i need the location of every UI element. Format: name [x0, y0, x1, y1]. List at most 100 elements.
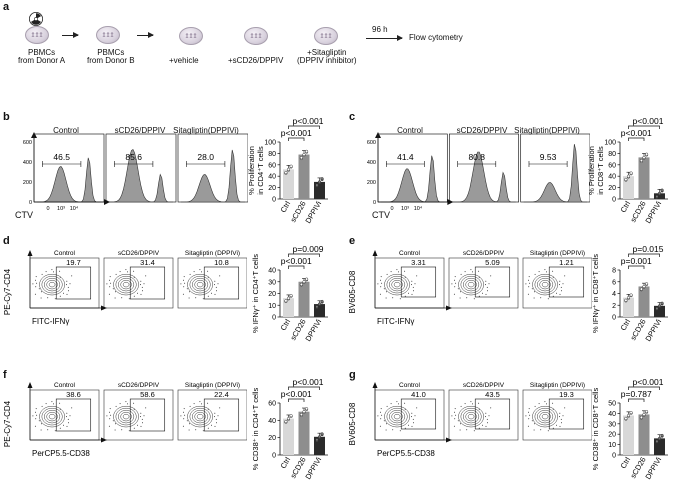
p-value-label: p=0.001	[621, 256, 652, 266]
panel-label-e: e	[349, 235, 356, 247]
contour-dot	[128, 298, 130, 300]
contour-dot	[115, 291, 116, 293]
contour-dot	[529, 414, 531, 416]
data-point	[639, 415, 643, 419]
data-point	[624, 298, 628, 302]
data-point	[655, 194, 659, 199]
contour-dot	[141, 418, 143, 420]
time-label: 96 h	[372, 25, 388, 34]
arrow-flow	[366, 35, 403, 41]
contour-gate	[203, 398, 240, 432]
contour-dot	[115, 405, 117, 407]
bar-dppivi	[654, 438, 665, 455]
contour-dot	[459, 297, 461, 299]
contour-dot	[380, 276, 382, 278]
data-point	[660, 433, 664, 437]
data-point	[660, 301, 664, 305]
p-value-label: p<0.001	[293, 377, 324, 387]
contour-dot	[207, 408, 209, 410]
contour-dot	[451, 283, 453, 285]
contour-dot	[455, 282, 457, 284]
hist-gate-value: 28.0	[197, 152, 214, 162]
contour-dot	[38, 420, 40, 422]
contour-x-arrow	[101, 437, 107, 443]
contour-dot	[184, 282, 186, 284]
contour-dot	[59, 427, 61, 429]
contour-line	[115, 407, 137, 426]
contour-dot	[381, 414, 383, 416]
p-value-label: p<0.001	[293, 116, 324, 126]
contour-dot	[54, 298, 56, 300]
contour-group-g: BV605-CD8PerCP5.5-CD38Control41.0sCD26/D…	[348, 382, 592, 458]
contour-line	[120, 279, 132, 290]
contour-dot	[408, 292, 409, 294]
contour-dot	[68, 290, 69, 292]
p-value-label: p=0.015	[633, 244, 664, 254]
scd26-label: +sCD26/DPPIV	[228, 56, 284, 65]
hist-curve	[109, 149, 173, 203]
contour-line	[46, 411, 58, 422]
contour-dot	[53, 403, 54, 405]
contour-gate	[400, 398, 437, 430]
contour-dot	[414, 283, 416, 285]
contour-dot	[528, 276, 530, 278]
contour-dot	[41, 423, 42, 425]
contour-dot	[487, 422, 488, 424]
contour-line	[541, 413, 549, 420]
contour-line	[532, 273, 558, 296]
bar-ytick-label: 0	[272, 315, 276, 322]
contour-group-f: PE-Cy7-CD4PerCP5.5-CD38Control38.6sCD26/…	[3, 382, 247, 458]
contour-dot	[533, 429, 535, 431]
contour-dot	[211, 292, 212, 294]
contour-dot	[219, 275, 221, 277]
bar-y-axis-label: % Proliferation	[247, 146, 256, 195]
contour-dot	[564, 275, 566, 277]
contour-line	[48, 281, 56, 288]
contour-dot	[379, 293, 381, 295]
hist-xtick-label: 0	[390, 206, 393, 212]
data-point	[315, 183, 319, 187]
contour-dot	[195, 429, 197, 431]
panel-label-g: g	[349, 369, 356, 381]
contour-line	[389, 277, 406, 292]
contour-dot	[528, 418, 530, 420]
bar-dppivi	[654, 193, 665, 199]
contour-gate-value: 41.0	[411, 390, 426, 399]
bar-ytick-label: 20	[268, 435, 276, 442]
hist-curve	[523, 144, 587, 203]
contour-dot	[219, 407, 221, 409]
contour-dot	[133, 402, 135, 404]
contour-dot	[142, 422, 143, 424]
contour-dot	[63, 292, 64, 294]
bar-category-label: DPPIVi	[643, 317, 663, 343]
contour-line	[113, 405, 139, 428]
contour-dot	[552, 427, 554, 429]
contour-dot	[533, 297, 535, 299]
bar-ytick-label: 50	[608, 401, 616, 408]
contour-dot	[460, 291, 461, 293]
contour-dot	[217, 283, 219, 285]
bar-ytick-label: 0	[612, 315, 616, 322]
hist-ytick-label: 0	[373, 200, 376, 206]
bar-scd26	[638, 414, 650, 455]
contour-dot	[35, 418, 37, 420]
bar-dppivi	[654, 305, 665, 317]
data-point	[657, 304, 662, 308]
contour-dot	[473, 430, 475, 432]
contour-dot	[41, 291, 42, 293]
tube-vehicle	[179, 27, 203, 45]
contour-header: Control	[399, 250, 421, 257]
contour-dot	[559, 412, 561, 414]
contour-line	[458, 273, 484, 296]
bar-category-label: Ctrl	[279, 317, 293, 332]
data-point	[299, 282, 303, 286]
contour-dot	[488, 415, 490, 417]
contour-dot	[207, 402, 209, 404]
contour-dot	[182, 425, 184, 427]
data-point	[299, 156, 303, 160]
bar-ytick-label: 2	[612, 303, 616, 310]
data-point	[289, 294, 293, 298]
contour-dot	[464, 403, 466, 405]
contour-dot	[214, 280, 216, 282]
contour-line	[39, 273, 65, 296]
